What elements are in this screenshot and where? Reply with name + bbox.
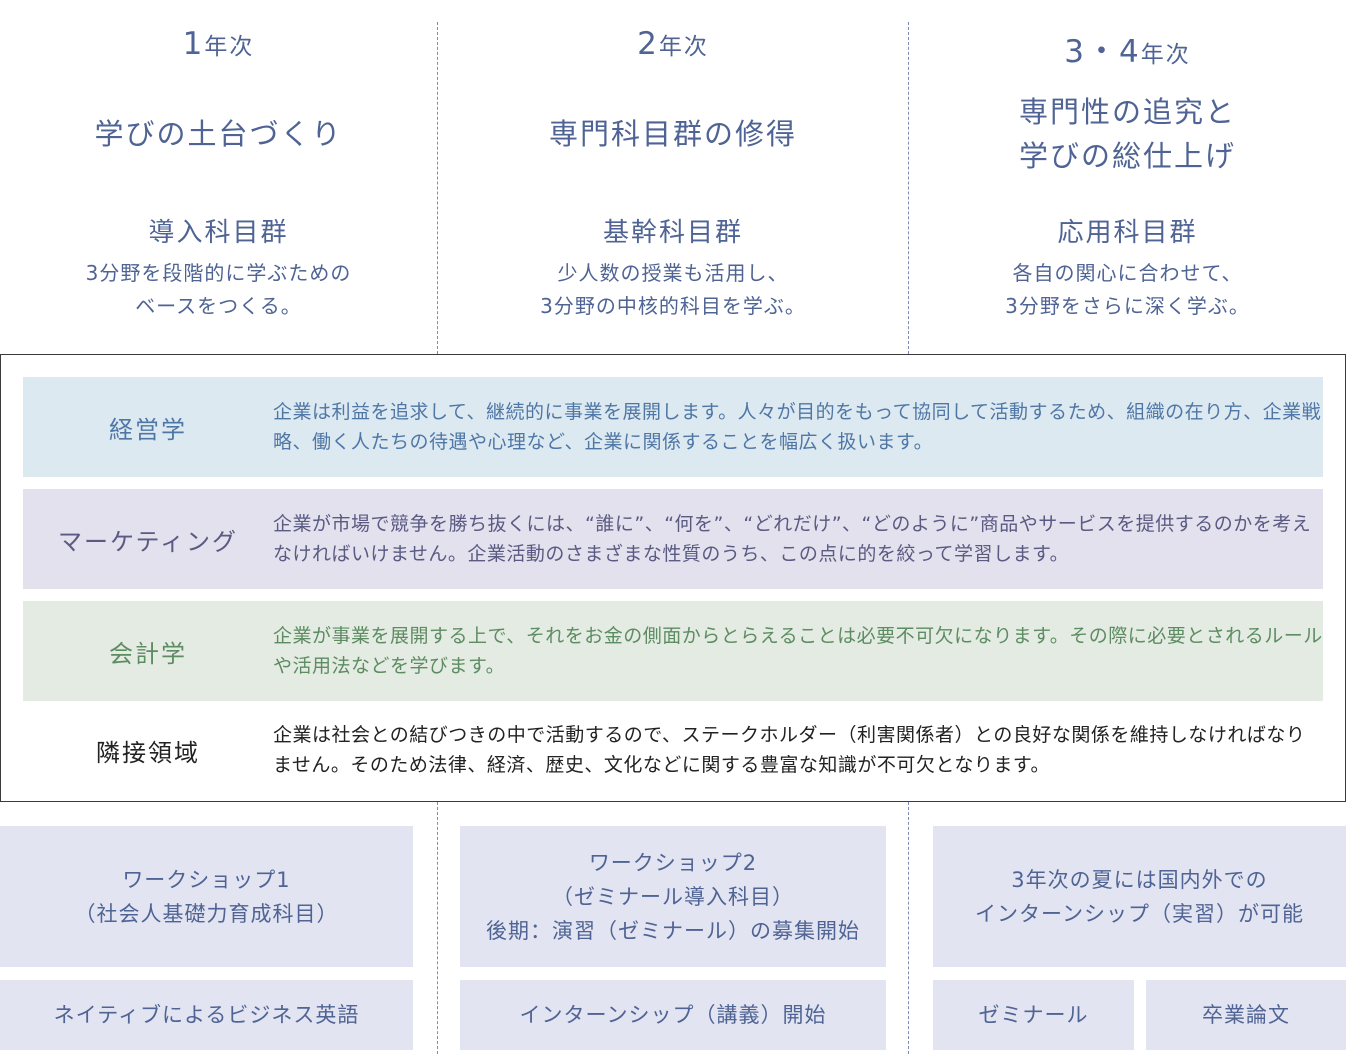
course-group-description: 3分野を段階的に学ぶための ベースをつくる。	[85, 261, 352, 318]
workshop-2-box: ワークショップ2 （ゼミナール導入科目） 後期：演習（ゼミナール）の募集開始	[460, 826, 886, 967]
field-description: 企業が事業を展開する上で、それをお金の側面からとらえることは必要不可欠になります…	[273, 625, 1323, 677]
field-name: 隣接領域	[96, 738, 200, 767]
year-headline: 専門性の追究と 学びの総仕上げ	[1018, 95, 1236, 173]
field-row-accounting: 会計学 企業が事業を展開する上で、それをお金の側面からとらえることは必要不可欠に…	[23, 601, 1323, 701]
column-divider-2	[908, 22, 909, 354]
field-description: 企業は利益を追求して、継続的に事業を展開します。人々が目的をもって協同して活動す…	[273, 401, 1322, 453]
fields-of-study-panel: 経営学 企業は利益を追求して、継続的に事業を展開します。人々が目的をもって協同し…	[0, 354, 1346, 802]
course-group-title: 導入科目群	[148, 218, 289, 248]
workshop-1-box: ワークショップ1 （社会人基礎力育成科目）	[0, 826, 413, 967]
internship-lecture-box: インターンシップ（講義）開始	[460, 980, 886, 1050]
internship-practice-box: 3年次の夏には国内外での インターンシップ（実習）が可能	[933, 826, 1346, 967]
field-description: 企業が市場で競争を勝ち抜くには、“誰に”、“何を”、“どれだけ”、“どのように”…	[273, 513, 1312, 565]
field-row-marketing: マーケティング 企業が市場で競争を勝ち抜くには、“誰に”、“何を”、“どれだけ”…	[23, 489, 1323, 589]
field-name: 経営学	[109, 415, 187, 444]
course-group-title: 基幹科目群	[602, 218, 743, 248]
column-divider-2-lower	[908, 802, 909, 1054]
graduation-thesis-box: 卒業論文	[1146, 980, 1346, 1050]
course-group-description: 各自の関心に合わせて、 3分野をさらに深く学ぶ。	[1005, 261, 1250, 318]
year-column-2: 2年次 専門科目群の修得 基幹科目群 少人数の授業も活用し、 3分野の中核的科目…	[438, 0, 908, 354]
year-column-1: 1年次 学びの土台づくり 導入科目群 3分野を段階的に学ぶための ベースをつくる…	[0, 0, 437, 354]
field-description: 企業は社会との結びつきの中で活動するので、ステークホルダー（利害関係者）との良好…	[273, 724, 1306, 776]
field-name: 会計学	[109, 639, 187, 668]
field-row-adjacent: 隣接領域 企業は社会との結びつきの中で活動するので、ステークホルダー（利害関係者…	[23, 705, 1323, 795]
year-column-3-4: 3・4年次 専門性の追究と 学びの総仕上げ 応用科目群 各自の関心に合わせて、 …	[909, 0, 1346, 354]
business-english-box: ネイティブによるビジネス英語	[0, 980, 413, 1050]
year-label: 2年次	[637, 26, 709, 62]
year-headline: 学びの土台づくり	[94, 117, 343, 151]
year-headline: 専門科目群の修得	[548, 117, 797, 151]
column-divider-1-lower	[437, 802, 438, 1054]
year-label: 3・4年次	[1064, 34, 1191, 70]
field-row-management: 経営学 企業は利益を追求して、継続的に事業を展開します。人々が目的をもって協同し…	[23, 377, 1323, 477]
year-label: 1年次	[182, 26, 255, 62]
column-divider-1	[437, 22, 438, 354]
course-group-description: 少人数の授業も活用し、 3分野の中核的科目を学ぶ。	[540, 261, 806, 318]
seminar-box: ゼミナール	[933, 980, 1134, 1050]
field-name: マーケティング	[57, 527, 239, 556]
course-group-title: 応用科目群	[1057, 218, 1198, 248]
